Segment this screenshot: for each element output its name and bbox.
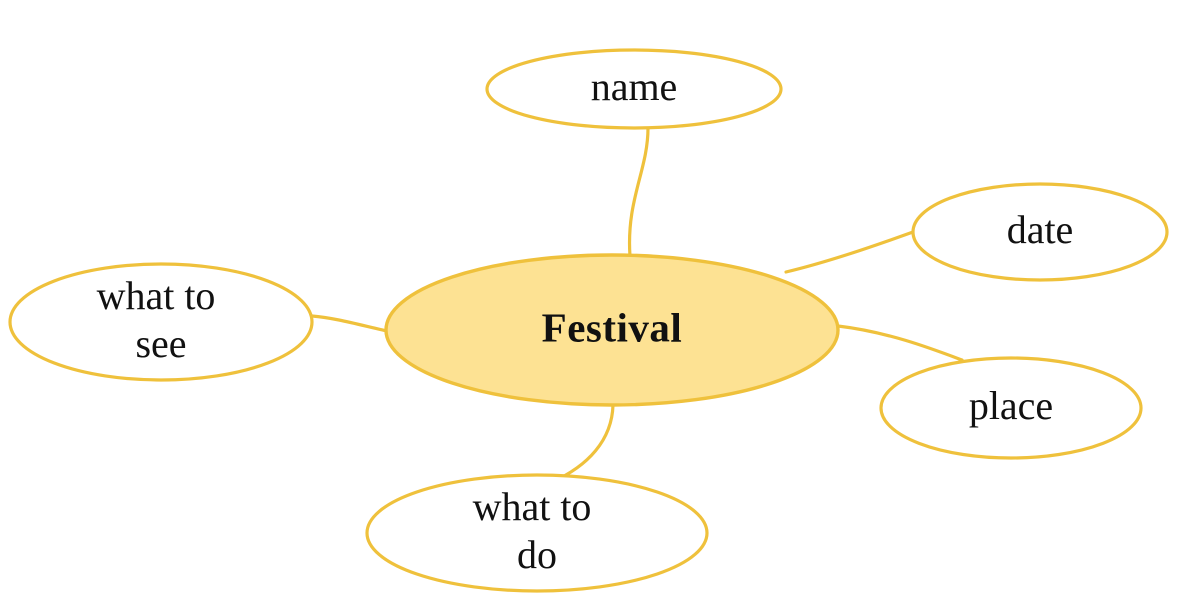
node-what-to-see-ellipse[interactable]: [8, 262, 314, 382]
node-date-ellipse[interactable]: [911, 182, 1169, 282]
node-name[interactable]: name: [485, 48, 783, 130]
node-what-to-do-label: what to do: [473, 484, 602, 577]
node-place-label: place: [969, 383, 1053, 428]
node-what-to-see[interactable]: what to see: [8, 262, 314, 382]
node-what-to-do[interactable]: what to do: [365, 473, 709, 593]
node-festival-label: Festival: [542, 304, 683, 350]
node-what-to-do-line-2: do: [517, 532, 557, 577]
node-what-to-do-ellipse[interactable]: [365, 473, 709, 593]
node-what-to-do-line-1: what to: [473, 484, 592, 529]
node-festival-central[interactable]: Festival: [384, 253, 840, 407]
edge-festival-what-to-do: [550, 403, 615, 484]
edge-festival-what-to-see: [310, 314, 389, 333]
node-place-ellipse[interactable]: [879, 356, 1143, 460]
node-what-to-see-line-1: what to: [97, 273, 216, 318]
node-date-label: date: [1007, 207, 1074, 252]
edge-festival-name: [627, 126, 650, 258]
edge-layer: [310, 126, 964, 484]
edge-festival-date: [784, 230, 915, 274]
node-what-to-see-line-2: see: [135, 321, 186, 366]
node-festival-ellipse[interactable]: [384, 253, 840, 407]
edge-festival-place: [836, 324, 964, 362]
node-what-to-see-label: what to see: [97, 273, 226, 366]
node-date[interactable]: date: [911, 182, 1169, 282]
node-place[interactable]: place: [879, 356, 1143, 460]
node-name-label: name: [591, 64, 678, 109]
node-name-ellipse[interactable]: [485, 48, 783, 130]
